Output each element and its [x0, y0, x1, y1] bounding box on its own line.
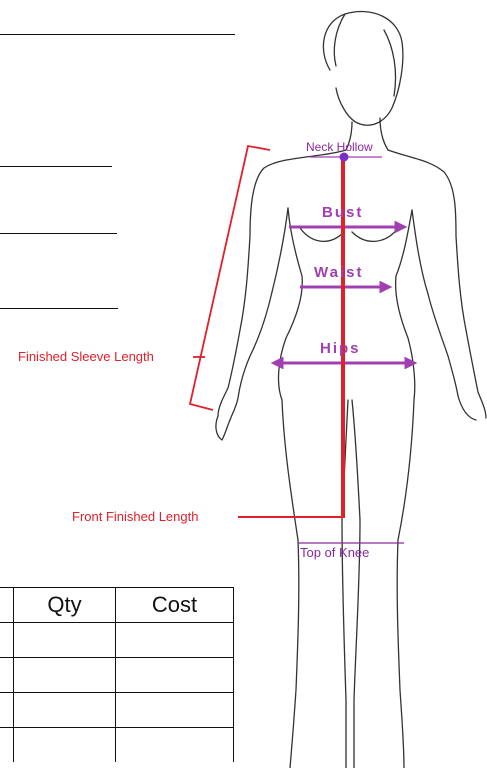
item-cell[interactable]: [0, 728, 14, 763]
table-row: [0, 623, 234, 658]
table-row: [0, 693, 234, 728]
finished-sleeve-length-label: Finished Sleeve Length: [18, 349, 154, 364]
cost-cell[interactable]: [116, 623, 234, 658]
item-header-cell: [0, 588, 14, 623]
item-cell[interactable]: [0, 623, 14, 658]
cost-cell[interactable]: [116, 658, 234, 693]
qty-cell[interactable]: [14, 658, 116, 693]
hips-label: Hips: [320, 340, 361, 357]
qty-header: Qty: [14, 588, 116, 623]
cost-cell[interactable]: [116, 728, 234, 763]
waist-label: Waist: [314, 264, 363, 281]
item-cell[interactable]: [0, 658, 14, 693]
front-finished-length-label: Front Finished Length: [72, 509, 198, 524]
cost-cell[interactable]: [116, 693, 234, 728]
qty-cell[interactable]: [14, 728, 116, 763]
bust-label: Bust: [322, 204, 363, 221]
top-of-knee-label: Top of Knee: [300, 545, 369, 560]
sleeve-length-bracket: [190, 146, 270, 410]
cost-header: Cost: [116, 588, 234, 623]
waist-arrow-head: [381, 283, 389, 291]
body-outline: [216, 12, 486, 768]
table-row: [0, 658, 234, 693]
qty-cell[interactable]: [14, 693, 116, 728]
order-table: Qty Cost: [0, 587, 234, 762]
bust-arrow-head: [396, 223, 404, 231]
order-table-header-row: Qty Cost: [0, 588, 234, 623]
table-row: [0, 728, 234, 763]
item-cell[interactable]: [0, 693, 14, 728]
qty-cell[interactable]: [14, 623, 116, 658]
neck-hollow-label: Neck Hollow: [306, 140, 373, 154]
hips-arrow-left: [274, 359, 282, 367]
